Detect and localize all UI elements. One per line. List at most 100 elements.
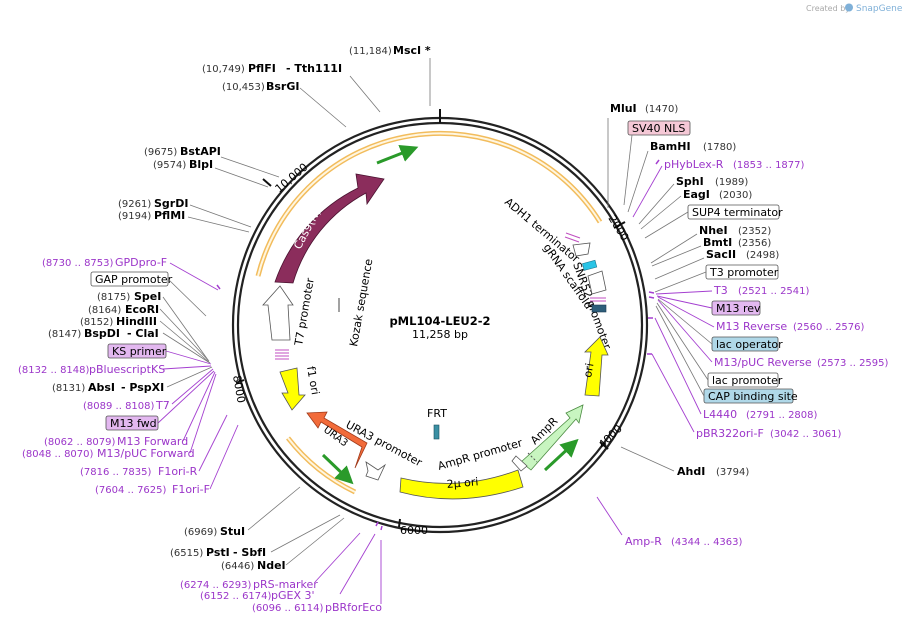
pRSmarker-pos: (6274 .. 6293) [180, 580, 252, 591]
ecoRI-pos: (8164) [88, 305, 121, 316]
gpdproF-name: GPDpro-F [115, 256, 167, 269]
m13pucReverse-pos: (2573 .. 2595) [817, 358, 889, 369]
sup4-feature-block [591, 304, 607, 313]
bspDI-pos: (8147) [48, 329, 81, 340]
ampR-name: Amp-R [625, 535, 662, 548]
t7-promoter-label: T7 promoter [292, 277, 317, 348]
bsrGI-pos: (10,453) [222, 82, 265, 93]
sphI-pos: (1989) [715, 177, 748, 188]
pflFI-pos: (10,749) [202, 64, 245, 75]
eagI-pos: (2030) [719, 190, 752, 201]
f1oriF-name: F1ori-F [172, 483, 210, 496]
ecoRI-name: EcoRI [125, 303, 159, 316]
absI-pos: (8131) [52, 383, 85, 394]
credit-brand: SnapGene [856, 4, 903, 14]
t3-pos: (2521 .. 2541) [738, 286, 810, 297]
sacII-name: SacII [706, 248, 736, 261]
mcs-marks-left [275, 349, 289, 360]
leader-ahdI [620, 446, 675, 472]
mcs-leaders-left [157, 296, 239, 490]
leader-pRSmarker [314, 532, 361, 583]
f1-ori-label: f1 ori [304, 365, 322, 396]
frt-label: FRT [427, 407, 447, 420]
pbr322oriF-name: pBR322ori-F [696, 427, 764, 440]
adh1-terminator-label: ADH1 terminator [502, 195, 582, 265]
m13forward-pos: (8062 .. 8079) [44, 437, 116, 448]
nheI-name: NheI [699, 224, 728, 237]
bstAPI-pos: (9675) [144, 147, 177, 158]
pflMI-pos: (9194) [118, 211, 151, 222]
plasmid-name: pML104-LEU2-2 [389, 314, 490, 328]
sv40nls-name: SV40 NLS [632, 122, 685, 135]
sup4-name: SUP4 terminator [692, 206, 783, 219]
tick-label-8000: 8000 [230, 374, 248, 404]
sgrDI-name: SgrDI [154, 197, 188, 210]
lacPromoter-name: lac promoter [712, 374, 783, 387]
mluI-pos: (1470) [645, 104, 678, 115]
sgrDI-pos: (9261) [118, 199, 151, 210]
lacOperator-name: lac operator [716, 338, 783, 351]
claI-name: - ClaI [127, 327, 159, 340]
blpI-pos: (9574) [153, 160, 186, 171]
hindIII-pos: (8152) [80, 317, 113, 328]
pstI-pos: (6515) [170, 548, 203, 559]
blpI-name: BlpI [189, 158, 213, 171]
tick-marks [235, 109, 626, 528]
t3-name: T3 [713, 284, 728, 297]
ndeI-name: NdeI [257, 559, 286, 572]
direction-arrow-ura3 [321, 453, 354, 485]
bspDI-name: BspDI [84, 327, 120, 340]
m13reverse-name: M13 Reverse [716, 320, 787, 333]
ura3-promoter-feature [365, 461, 387, 481]
leader-eagI [640, 195, 682, 230]
bstAPI-name: BstAPI [180, 145, 221, 158]
ura3-promoter-label: URA3 promoter [344, 418, 425, 469]
leader-blpI [214, 167, 269, 188]
ks-primer-box [107, 343, 167, 359]
leader-gpdproF [169, 262, 219, 291]
tick-label-2000: 2000 [605, 213, 631, 244]
direction-arrow-ampr [543, 438, 579, 472]
bmtI-name: BmtI [703, 236, 732, 249]
t7-pos: (8089 .. 8108) [83, 401, 155, 412]
pflMI-name: PflMI [154, 209, 185, 222]
ampR-pos: (4344 .. 4363) [671, 537, 743, 548]
pGEX3-pos: (6152 .. 6174) [200, 591, 272, 602]
bamHI-pos: (1780) [703, 142, 736, 153]
leader-sacII [654, 257, 705, 280]
cas9-feature [274, 173, 385, 284]
l4440-pos: (2791 .. 2808) [746, 410, 818, 421]
ahdI-pos: (3794) [716, 467, 749, 478]
ampr-promoter-label: AmpR promoter [436, 436, 524, 473]
pflFI-name: PflFI [248, 62, 276, 75]
plasmid-size: 11,258 bp [412, 328, 468, 341]
gap-promoter-name: GAP promoter [95, 273, 173, 286]
leader-stuI [247, 486, 301, 531]
leader-bstAPI [220, 156, 280, 178]
tth111I-name: - Tth111I [286, 62, 342, 75]
ampr-promoter-feature [511, 455, 528, 472]
sphI-name: SphI [676, 175, 704, 188]
m13rev-name: M13 rev [716, 302, 761, 315]
tick-label-6000: 6000 [400, 524, 428, 537]
leader-ampR [596, 496, 623, 536]
pHybLexR-pos: (1853 .. 1877) [733, 160, 805, 171]
f1oriR-name: F1ori-R [158, 465, 198, 478]
pRSmarker-name: pRS-marker [253, 578, 318, 591]
stuI-name: StuI [220, 525, 245, 538]
leader-gapPromoter [167, 278, 207, 317]
t7-promoter-feature [262, 285, 294, 341]
eagI-name: EagI [683, 188, 710, 201]
bamHI-name: BamHI [650, 140, 691, 153]
frt-feature [433, 424, 440, 440]
pBRforEco-name: pBRforEco [325, 601, 382, 614]
ampr-feature [520, 404, 584, 471]
mscI-pos: (11,184) [349, 46, 392, 57]
snr52-promoter-feature [587, 270, 607, 295]
ahdI-name: AhdI [677, 465, 705, 478]
leader-ndeI [285, 517, 345, 566]
leader-pstI [270, 514, 341, 553]
kozak-label: Kozak sequence [347, 258, 375, 348]
m13forward-name: M13 Forward [117, 435, 188, 448]
pspXI-name: - PspXI [121, 381, 164, 394]
